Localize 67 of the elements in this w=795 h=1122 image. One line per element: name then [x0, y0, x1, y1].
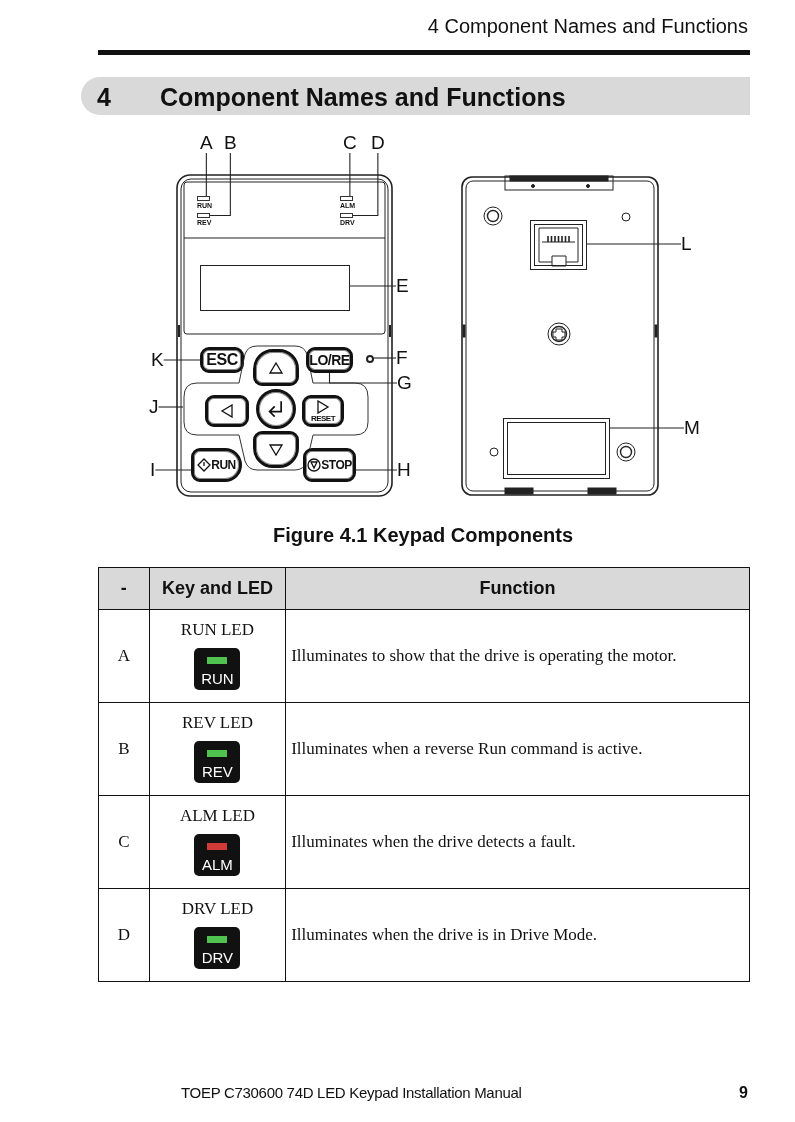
- page-number: 9: [739, 1083, 748, 1103]
- leader-line: [349, 152, 351, 197]
- function-text: Illuminates when a reverse Run command is active.: [291, 739, 643, 758]
- leader-line: [209, 152, 231, 217]
- column-header: Function: [285, 567, 750, 610]
- keypad-key: RESET: [302, 395, 344, 427]
- enter-key: [256, 389, 296, 429]
- column-header: Key and LED: [149, 567, 286, 610]
- callout-letter: C: [343, 133, 357, 153]
- callout-letter: G: [397, 373, 412, 393]
- row-letter: A: [117, 646, 130, 665]
- leader-line: [609, 427, 685, 429]
- function-text: Illuminates when the drive is in Drive Mode.: [291, 925, 598, 944]
- led-caption: REV: [201, 763, 234, 780]
- keypad-key: [253, 349, 299, 386]
- row-letter: C: [118, 832, 130, 851]
- led-indicator: [340, 213, 353, 218]
- key-name: ALM LED: [179, 806, 255, 826]
- keypad-key: ESC: [200, 347, 244, 373]
- figure-caption: Figure 4.1 Keypad Components: [271, 523, 575, 547]
- keypad-key: RUN: [191, 448, 242, 482]
- row-letter: B: [118, 739, 130, 758]
- function-text: Illuminates to show that the drive is operating the motor.: [291, 646, 677, 665]
- connector-port: [530, 220, 587, 270]
- callout-letter: A: [200, 133, 213, 153]
- keypad-key: LO/RE: [306, 347, 353, 373]
- callout-letter: J: [149, 397, 159, 417]
- callout-letter: D: [371, 133, 385, 153]
- keypad-key: STOP: [303, 448, 356, 482]
- callout-letter: B: [224, 133, 237, 153]
- led-indicator: [340, 196, 353, 201]
- callout-letter: E: [396, 276, 409, 296]
- callout-letter: I: [150, 460, 156, 480]
- leader-line: [205, 152, 207, 197]
- section-number: 4: [97, 82, 111, 112]
- section-title: Component Names and Functions: [160, 82, 566, 112]
- leader-line: [352, 152, 379, 217]
- callout-letter: L: [681, 234, 692, 254]
- callout-letter: M: [684, 418, 700, 438]
- column-header: -: [98, 567, 150, 610]
- row-letter: D: [117, 925, 130, 944]
- callout-letter: F: [396, 348, 408, 368]
- leader-line: [586, 243, 682, 245]
- leader-line: [163, 359, 201, 361]
- led-indicator: [197, 196, 210, 201]
- led-caption: DRV: [200, 949, 235, 966]
- label-area: [503, 418, 610, 479]
- leader-line: [157, 406, 184, 408]
- callout-letter: K: [151, 350, 164, 370]
- leader-line: [154, 469, 192, 471]
- page-header: 4 Component Names and Functions: [427, 14, 748, 38]
- key-name: DRV LED: [181, 899, 254, 919]
- leader-line: [349, 285, 397, 287]
- led-caption: RUN: [200, 670, 235, 687]
- keypad-key: [253, 431, 299, 468]
- leader-line: [355, 469, 398, 471]
- led-caption: ALM: [201, 856, 234, 873]
- key-name: RUN LED: [180, 620, 255, 640]
- led-indicator: [197, 213, 210, 218]
- function-text: Illuminates when the drive detects a fault.: [291, 832, 576, 851]
- indicator-lamp: [366, 355, 374, 363]
- display-window: [200, 265, 350, 311]
- leader-line: [373, 357, 397, 359]
- key-name: REV LED: [181, 713, 253, 733]
- keypad-key: [205, 395, 249, 427]
- callout-letter: H: [397, 460, 411, 480]
- footer-text: TOEP C730600 74D LED Keypad Installation Manual: [181, 1083, 522, 1103]
